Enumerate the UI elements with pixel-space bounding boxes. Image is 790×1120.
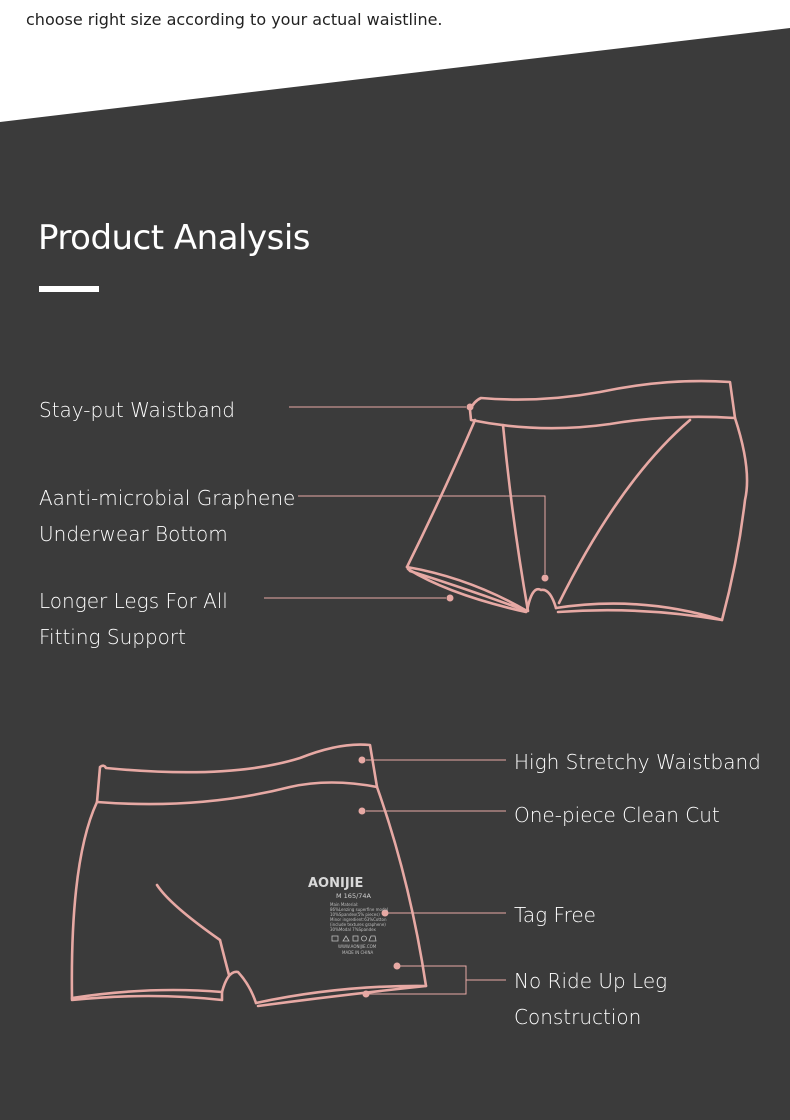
tag-line: Minor ingredient:63%Cotton: [330, 917, 387, 922]
tag-made-in: MADE IN CHINA: [342, 950, 373, 955]
tag-website: WWW.AONIJIE.COM: [338, 944, 377, 949]
tag-brand: AONIJIE: [308, 876, 363, 891]
tag-size: M 165/74A: [336, 892, 372, 900]
bleach-icon: [342, 935, 350, 942]
dot-leg-construction-2: [362, 990, 370, 998]
shorts-front-outline: [405, 379, 749, 622]
dry-icon: [352, 935, 359, 942]
label-clean-cut: One-piece Clean Cut: [514, 803, 720, 827]
tag-line: 86%Lenzing superfine modal: [330, 907, 388, 912]
dot-graphene: [541, 574, 549, 582]
dot-clean-cut: [358, 807, 366, 815]
top-white-band: [0, 0, 790, 122]
care-icons: [331, 935, 377, 942]
section-title: Product Analysis: [38, 218, 311, 258]
dot-leg-construction-1: [393, 962, 401, 970]
label-high-stretchy-waistband: High Stretchy Waistband: [514, 750, 761, 774]
title-underline: [39, 286, 99, 292]
dot-legs: [446, 594, 454, 602]
dot-high-waistband: [358, 756, 366, 764]
tag-line: Main Material:: [330, 902, 358, 907]
dot-waistband-top: [466, 403, 474, 411]
label-longer-legs: Longer Legs For All Fitting Support: [39, 589, 228, 649]
label-stay-put-waistband: Stay-put Waistband: [39, 398, 235, 422]
label-no-ride-up: No Ride Up Leg Construction: [514, 969, 668, 1029]
size-note: choose right size according to your actu…: [26, 10, 443, 29]
wash-icon: [331, 935, 339, 942]
printed-tag: AONIJIE M 165/74A Main Material: 86%Lenz…: [308, 876, 388, 955]
leader-graphene: [298, 495, 546, 574]
iron-icon: [368, 935, 377, 942]
dot-tag-free: [381, 909, 389, 917]
label-graphene-bottom: Aanti-microbial Graphene Underwear Botto…: [39, 486, 296, 546]
label-tag-free: Tag Free: [514, 903, 596, 927]
tag-line: (include textures graphene): [330, 922, 386, 927]
tag-line: 10%Spandex(5% pieces): [330, 912, 380, 917]
tag-line: 30%Modal 7%Spandex: [330, 927, 377, 932]
shorts-back-outline: [70, 743, 428, 1008]
dryclean-icon: [361, 935, 367, 942]
